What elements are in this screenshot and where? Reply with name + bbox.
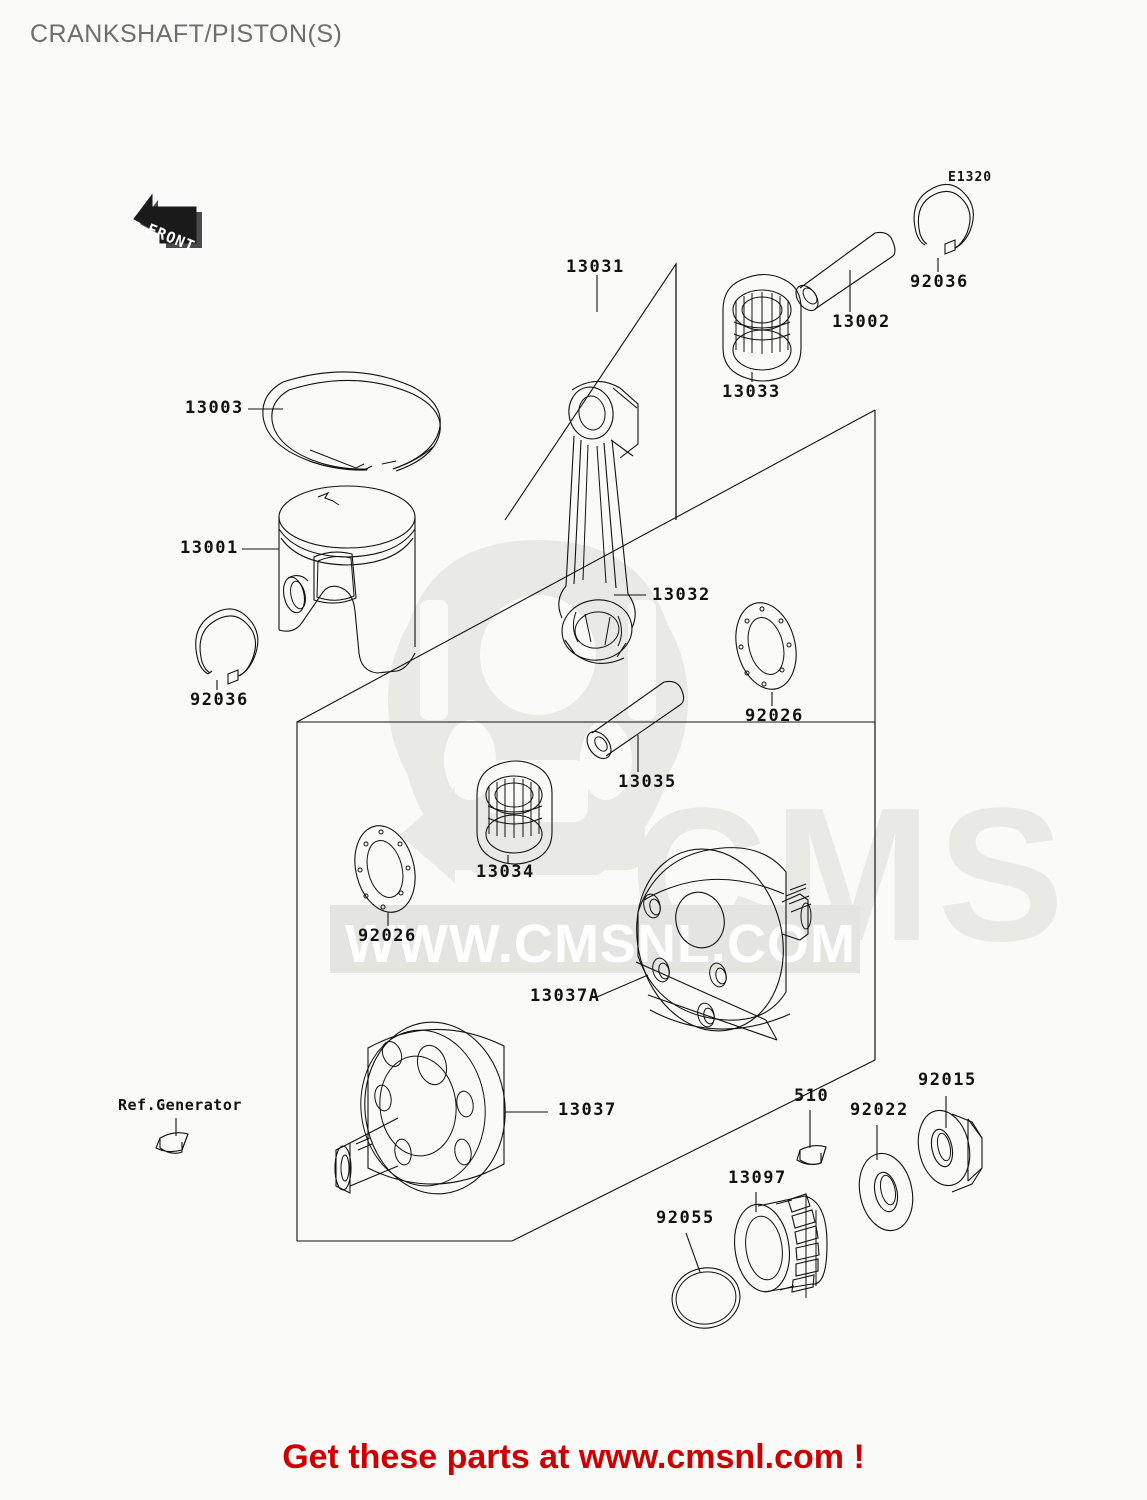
- nut-art: [917, 1109, 983, 1193]
- washer-art: [858, 1152, 914, 1232]
- front-orientation-badge: FRONT: [122, 185, 212, 255]
- label-13031: 13031: [566, 257, 625, 277]
- small-end-bearing-art: [722, 273, 802, 382]
- label-13037A: 13037A: [530, 986, 601, 1006]
- thrust-washer-left-art: [354, 825, 416, 913]
- label-92026-left: 92026: [358, 926, 417, 946]
- o-ring-art: [671, 1267, 741, 1329]
- label-510: 510: [794, 1086, 830, 1106]
- circlip-left-art: [195, 608, 259, 685]
- label-92015: 92015: [918, 1070, 977, 1090]
- label-92036-left: 92036: [190, 690, 249, 710]
- diagram-code-label: E1320: [948, 170, 993, 185]
- label-ref-generator: Ref.Generator: [118, 1096, 242, 1114]
- label-13003: 13003: [185, 398, 244, 418]
- woodruff-key-art: [796, 1144, 827, 1166]
- crank-pin-art: [586, 680, 685, 760]
- crank-web-left-art: [334, 1021, 506, 1195]
- label-13097: 13097: [728, 1168, 787, 1188]
- piston-ring-set-art: [262, 371, 441, 472]
- thrust-washer-right-art: [735, 602, 797, 690]
- footer-promo-text: Get these parts at www.cmsnl.com !: [282, 1438, 865, 1476]
- connecting-rod-art: [558, 380, 639, 664]
- label-13002: 13002: [832, 312, 891, 332]
- circlip-right-art: [913, 183, 974, 255]
- label-92055: 92055: [656, 1208, 715, 1228]
- label-13001: 13001: [180, 538, 239, 558]
- label-13037: 13037: [558, 1100, 617, 1120]
- page-title: CRANKSHAFT/PISTON(S): [30, 20, 343, 48]
- piston-pin-art: [795, 231, 896, 312]
- front-badge-body: [133, 193, 197, 244]
- svg-text:WWW.CMSNL.COM: WWW.CMSNL.COM: [345, 914, 856, 974]
- conrod-kit-bracket: [504, 262, 677, 521]
- piston-art: [278, 485, 416, 674]
- crank-web-right-art: [635, 847, 812, 1041]
- label-13033: 13033: [722, 382, 781, 402]
- big-end-bearing-art: [476, 760, 553, 865]
- label-13035: 13035: [618, 772, 677, 792]
- label-92022: 92022: [850, 1100, 909, 1120]
- primary-gear-art: [734, 1193, 828, 1298]
- cms-watermark: CMS WWW.CMSNL.COM: [330, 540, 1070, 981]
- label-92036-right: 92036: [910, 272, 969, 292]
- ref-generator-key-art: [155, 1132, 189, 1154]
- svg-text:CMS: CMS: [630, 769, 1070, 981]
- label-13032: 13032: [652, 585, 711, 605]
- label-13034: 13034: [476, 862, 535, 882]
- label-92026-right: 92026: [745, 706, 804, 726]
